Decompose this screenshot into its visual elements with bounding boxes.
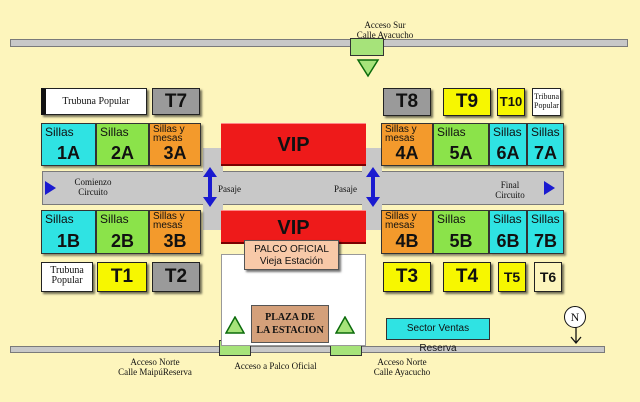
seat-block-1a: Sillas 1A — [41, 123, 96, 166]
seat-block-1b: Sillas 1B — [41, 210, 96, 254]
comienzo-circuito-label: Comienzo Circuito — [74, 177, 112, 197]
acceso-norte-maipu-label: Acceso Norte Calle MaipúReserva — [118, 357, 192, 377]
tribuna-t7: T7 — [152, 88, 200, 115]
seat-block-5a: Sillas 5A — [433, 123, 489, 166]
seat-block-4b: Sillas y mesas 4B — [381, 210, 433, 254]
vip-top-block: VIP — [221, 123, 366, 166]
seat-block-2b: Sillas 2B — [96, 210, 149, 254]
acceso-palco-label: Acceso a Palco Oficial — [234, 361, 317, 371]
seat-block-7a: Sillas 7A — [527, 123, 564, 166]
sector-ventas-reserva: Sector Ventas Reserva — [386, 318, 490, 354]
pasaje-right-label: Pasaje — [334, 184, 357, 194]
bottom-road — [10, 346, 605, 353]
seat-block-3a: Sillas y mesas 3A — [149, 123, 201, 166]
seat-block-3b: Sillas y mesas 3B — [149, 210, 201, 254]
top-road — [10, 39, 628, 47]
acceso-sur-label: Acceso Sur Calle Ayacucho — [356, 20, 414, 40]
tribuna-t9: T9 — [443, 88, 491, 116]
plaza-left-triangle-icon — [225, 316, 245, 334]
circuit-road — [42, 171, 564, 205]
circuit-end-arrow-icon — [544, 181, 555, 195]
vip-bottom-block: VIP — [221, 210, 366, 244]
tribuna-popular-right-top: Tribuna Popular — [532, 88, 561, 116]
north-arrow-icon — [570, 327, 582, 345]
acceso-sur-gate — [350, 38, 384, 56]
seat-block-5b: Sillas 5B — [433, 210, 489, 254]
seat-block-2a: Sillas 2A — [96, 123, 149, 166]
tribuna-t2: T2 — [152, 262, 200, 292]
palco-oficial-box: PALCO OFICIAL Vieja Estación — [244, 240, 339, 270]
tribuna-t10: T10 — [497, 88, 525, 116]
tribuna-t3: T3 — [383, 262, 431, 292]
seat-block-4a: Sillas y mesas 4A — [381, 123, 433, 166]
tribuna-t5: T5 — [498, 262, 526, 292]
circuit-start-arrow-icon — [45, 181, 56, 195]
north-compass-icon: N — [564, 306, 586, 328]
acceso-sur-arrow — [356, 59, 380, 78]
tribuna-t1: T1 — [97, 262, 147, 292]
seat-block-6b: Sillas 6B — [489, 210, 527, 254]
plaza-right-triangle-icon — [335, 316, 355, 334]
seat-block-6a: Sillas 6A — [489, 123, 527, 166]
pasaje-right-arrow-icon — [366, 167, 380, 207]
tribuna-t8: T8 — [383, 88, 431, 116]
tribuna-popular-left-top: Trubuna Popular — [41, 88, 147, 115]
tribuna-popular-left-bottom: Trubuna Popular — [41, 262, 93, 292]
seat-block-7b: Sillas 7B — [527, 210, 564, 254]
acceso-norte-ayacucho-label: Acceso Norte Calle Ayacucho — [373, 357, 431, 377]
pasaje-left-label: Pasaje — [218, 184, 241, 194]
pasaje-left-arrow-icon — [203, 167, 217, 207]
tribuna-t6: T6 — [534, 262, 562, 292]
tribuna-t4: T4 — [443, 262, 491, 292]
pasaje-left-road — [203, 148, 223, 230]
plaza-estacion-box: PLAZA DE LA ESTACION — [251, 305, 329, 343]
final-circuito-label: Final Circuito — [495, 180, 525, 200]
